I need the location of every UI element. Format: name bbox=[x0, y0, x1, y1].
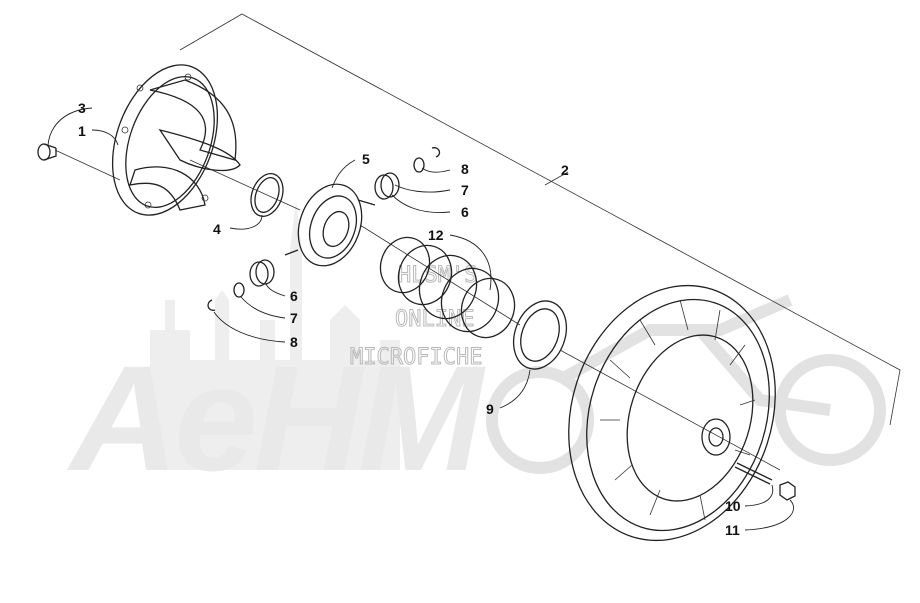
callout-5: 5 bbox=[362, 151, 370, 167]
callout-8-lower: 8 bbox=[290, 334, 298, 350]
callout-6-upper: 6 bbox=[461, 204, 469, 220]
callouts: 3 1 2 4 5 8 7 6 12 6 7 8 9 10 11 bbox=[78, 100, 741, 538]
callout-4: 4 bbox=[213, 221, 221, 237]
callout-1: 1 bbox=[78, 123, 86, 139]
part-cover bbox=[111, 64, 241, 216]
watermark-skyline bbox=[150, 200, 400, 470]
callout-6-lower: 6 bbox=[290, 288, 298, 304]
callout-12: 12 bbox=[428, 227, 444, 243]
part-clip-upper bbox=[431, 147, 441, 158]
callout-11: 11 bbox=[725, 522, 740, 538]
part-washer-lower bbox=[233, 282, 245, 298]
watermark-line1: HLSM'S bbox=[398, 263, 477, 288]
watermark-brand: AeHM bbox=[66, 334, 486, 502]
part-seal-ring bbox=[512, 300, 568, 370]
assembly-bracket bbox=[179, 13, 901, 426]
callout-7-upper: 7 bbox=[461, 182, 469, 198]
part-roller-upper bbox=[374, 172, 400, 200]
callout-3: 3 bbox=[78, 100, 86, 116]
part-hub bbox=[284, 183, 376, 267]
part-spring bbox=[379, 236, 516, 339]
part-clip-lower bbox=[207, 299, 216, 311]
callout-10: 10 bbox=[725, 498, 741, 514]
callout-9: 9 bbox=[486, 401, 494, 417]
leader-lines bbox=[47, 107, 794, 531]
callout-8-upper: 8 bbox=[461, 161, 469, 177]
callout-2: 2 bbox=[561, 162, 569, 178]
part-sheave bbox=[568, 284, 776, 542]
callout-7-lower: 7 bbox=[290, 310, 298, 326]
center-axis-line bbox=[54, 149, 781, 471]
watermark-line3: MICROFICHE bbox=[350, 345, 482, 370]
watermark-motorbike-icon bbox=[486, 294, 886, 474]
part-nut bbox=[779, 481, 796, 501]
part-washer-upper bbox=[413, 157, 425, 173]
part-roller-lower bbox=[249, 259, 275, 287]
watermark: AeHM HLSM'S ONLINE MICROFICHE bbox=[66, 200, 886, 502]
part-screw bbox=[37, 143, 57, 161]
part-snap-ring bbox=[250, 173, 284, 217]
part-pin bbox=[734, 462, 773, 485]
